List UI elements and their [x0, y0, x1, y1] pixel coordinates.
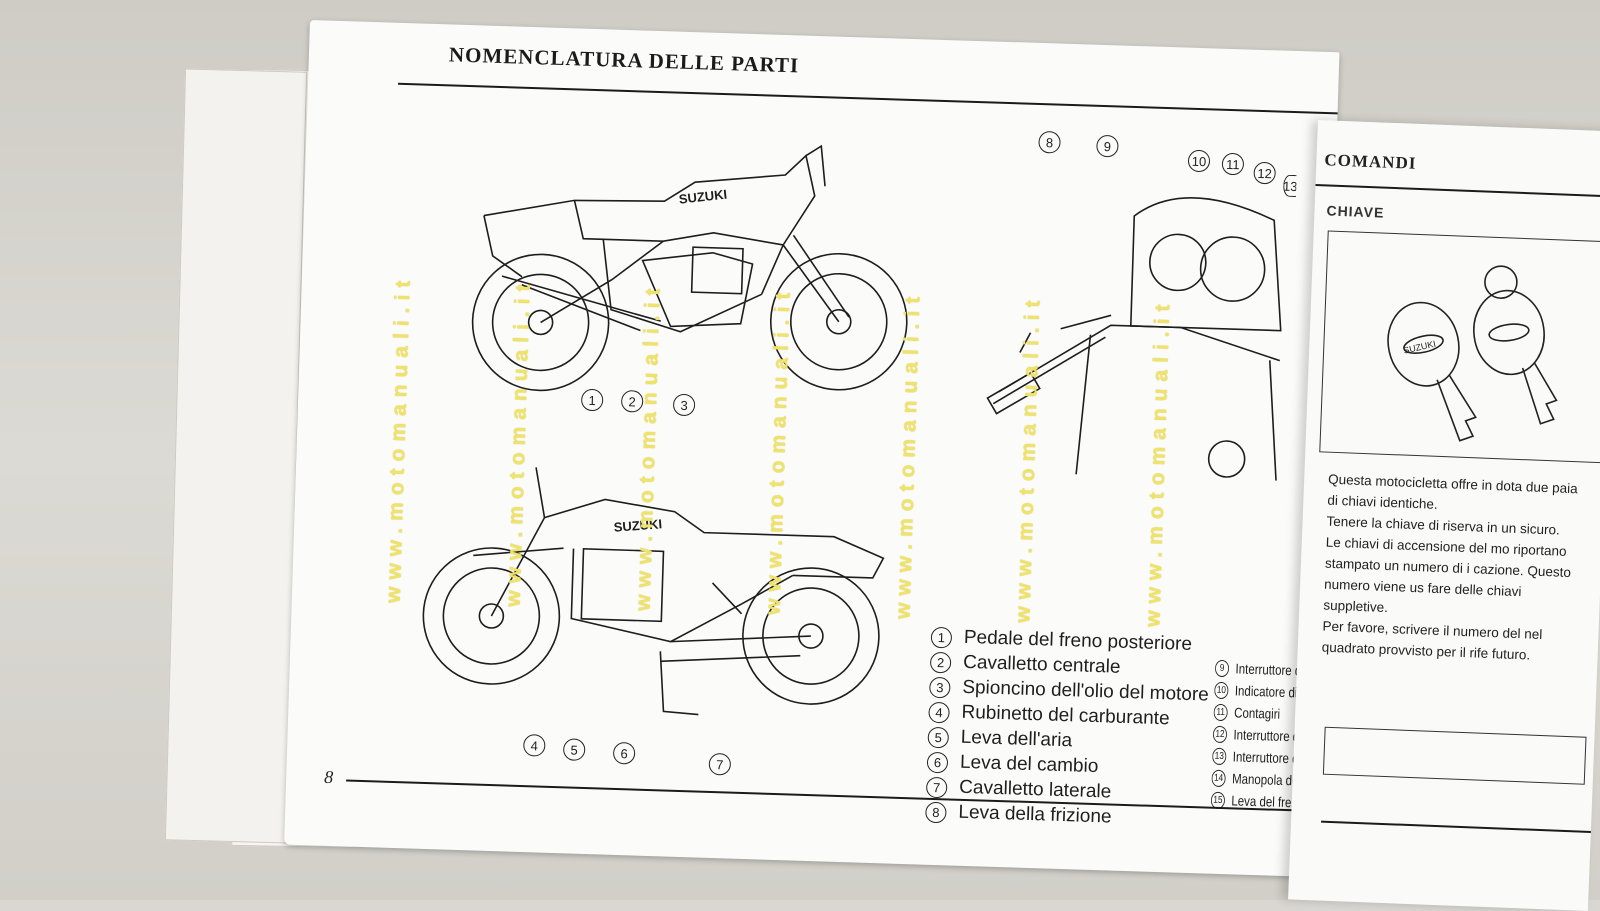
- keys-illustration-box: SUZUKI: [1319, 230, 1600, 464]
- left-page: NOMENCLATURA DELLE PARTI SUZUKI 1 2 3: [284, 20, 1340, 877]
- handlebar-dashboard-illustration: [986, 197, 1282, 481]
- legend-label: Pedale del freno posteriore: [963, 626, 1193, 656]
- paragraph: Le chiavi di accensione del mo riportano…: [1323, 534, 1572, 616]
- key-instructions-text: Questa motocicletta offre in dota due pa…: [1321, 469, 1578, 667]
- paragraph: Per favore, scrivere il numero del nel q…: [1321, 618, 1543, 663]
- legend-number: 8: [925, 801, 947, 824]
- legend-number: 4: [928, 701, 950, 724]
- legend-label: Leva del cambio: [959, 751, 1099, 778]
- callout-6: 6: [612, 741, 636, 765]
- callout-7: 7: [708, 752, 732, 776]
- legend-label: Rubinetto del carburante: [961, 701, 1170, 730]
- motorcycle-side-view-illustration: SUZUKI: [471, 144, 908, 392]
- legend-number: 6: [926, 751, 949, 774]
- page-number: 8: [323, 766, 334, 788]
- callout-4: 4: [522, 734, 546, 757]
- right-page: COMANDI CHIAVE SUZUKI Questa motociclett…: [1288, 120, 1600, 911]
- legend-number: 3: [929, 676, 951, 699]
- callout-13: 13: [1282, 174, 1297, 198]
- section-subtitle: CHIAVE: [1326, 202, 1385, 221]
- legend-number: 2: [929, 651, 952, 674]
- keys-illustration: SUZUKI: [1387, 265, 1558, 442]
- page-stack-edge: [164, 68, 308, 844]
- legend-label: Contagiri: [1233, 704, 1281, 722]
- motorcycle-left-view-illustration: SUZUKI: [422, 467, 885, 716]
- section-title-rule: [1315, 183, 1600, 198]
- legend-label: Leva della frizione: [958, 801, 1112, 828]
- callout-9: 9: [1096, 134, 1119, 158]
- legend-number: 1: [930, 626, 953, 649]
- footer-rule-right: [1321, 820, 1591, 833]
- legend-label: Interruttore di: [1233, 726, 1303, 745]
- watermark-text: www.motomanuali.it: [381, 273, 416, 604]
- bike-logo-text-lower: SUZUKI: [613, 516, 662, 535]
- legend-number: 14: [1211, 769, 1226, 788]
- legend-item: 11 Contagiri: [1213, 703, 1304, 725]
- bike-logo-text: SUZUKI: [678, 187, 728, 207]
- legend-number: 7: [925, 776, 948, 799]
- callout-8: 8: [1038, 130, 1061, 154]
- legend-number: 13: [1212, 747, 1227, 766]
- callout-5: 5: [562, 738, 586, 761]
- title-rule: [398, 82, 1338, 115]
- legend-number: 9: [1214, 659, 1230, 678]
- legend-number: 5: [927, 726, 950, 749]
- key-number-box: [1322, 726, 1587, 785]
- legend-number: 12: [1212, 725, 1228, 744]
- legend-number: 11: [1213, 703, 1228, 722]
- legend-item: 12 Interruttore di: [1212, 725, 1304, 747]
- section-title: COMANDI: [1324, 150, 1417, 173]
- legend-label: Cavalletto centrale: [962, 651, 1121, 678]
- legend-label: Leva dell'aria: [960, 726, 1073, 752]
- page-title: NOMENCLATURA DELLE PARTI: [448, 42, 800, 78]
- legend-number: 10: [1214, 681, 1229, 700]
